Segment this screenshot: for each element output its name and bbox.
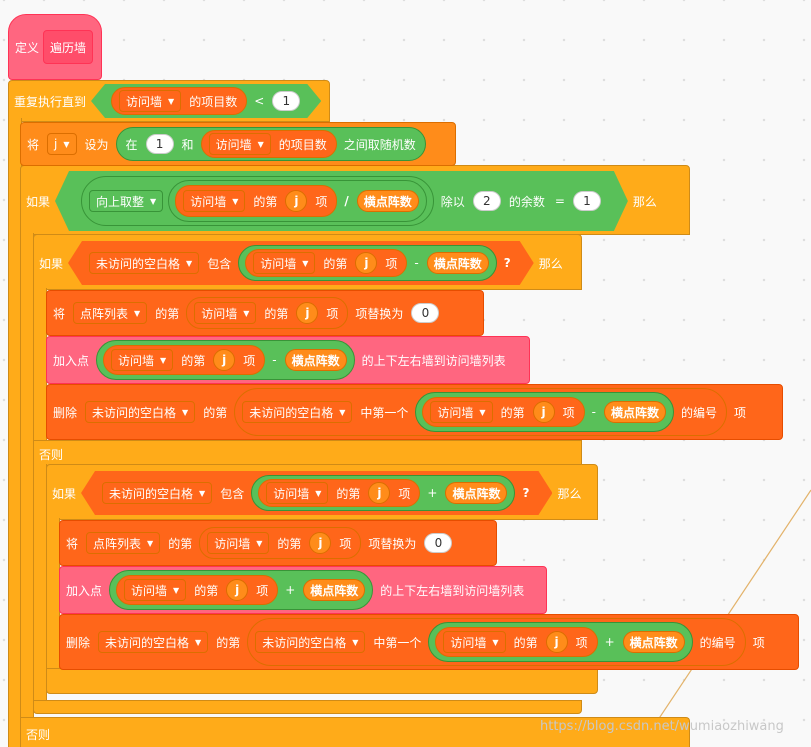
dropdown-arrow-icon: ▼ (182, 407, 189, 417)
list-dropdown[interactable]: 访问墙▼ (119, 90, 181, 112)
if-block-1-else-bar[interactable] (20, 717, 690, 747)
add-point-block-1[interactable]: 加入点 访问墙▼ 的第 j 项 - 横点阵数 的上下左右墙到访问墙列表 (46, 336, 530, 384)
dropdown-arrow-icon: ▼ (150, 196, 157, 206)
dropdown-arrow-icon: ▼ (63, 139, 70, 149)
watermark-text: https://blog.csdn.net/wumiaozhiwang (540, 719, 784, 734)
dropdown-arrow-icon: ▼ (302, 258, 309, 268)
dropdown-arrow-icon: ▼ (173, 585, 180, 595)
dropdown-arrow-icon: ▼ (147, 538, 154, 548)
dropdown-arrow-icon: ▼ (186, 258, 193, 268)
if-block-2-bottom (33, 700, 582, 714)
delete-item-block-2[interactable]: 删除 未访问的空白格▼ 的第 未访问的空白格▼ 中第一个 访问墙▼ 的第 j 项… (59, 614, 799, 670)
if-2-header: 如果 未访问的空白格▼ 包含 访问墙▼ 的第 j 项 - 横点阵数 ? 那么 (39, 240, 568, 286)
round-function[interactable]: 向上取整▼ 访问墙▼ 的第 j 项 / 横点阵数 (81, 176, 434, 226)
subtract-operator[interactable]: 访问墙▼ 的第 j 项 - 横点阵数 (238, 245, 497, 281)
divide-operator[interactable]: 访问墙▼ 的第 j 项 / 横点阵数 (168, 180, 427, 222)
dropdown-arrow-icon: ▼ (199, 488, 206, 498)
dropdown-arrow-icon: ▼ (232, 196, 239, 206)
define-hat-block[interactable]: 定义 遍历墙 (8, 14, 102, 80)
variable-cols[interactable]: 横点阵数 (357, 190, 419, 212)
list-contains-operator[interactable]: 未访问的空白格▼ 包含 访问墙▼ 的第 j 项 + 横点阵数 ? (81, 471, 552, 515)
if-1-header: 如果 向上取整▼ 访问墙▼ 的第 j 项 / 横点阵数 除以 2 的余数 = 1… (26, 170, 662, 232)
dropdown-arrow-icon: ▼ (492, 637, 499, 647)
procedure-name[interactable]: 遍历墙 (43, 30, 94, 64)
random-operator[interactable]: 在 1 和 访问墙▼ 的项目数 之间取随机数 (115, 127, 426, 161)
if-block-3-arm (46, 518, 60, 678)
number-input[interactable]: 1 (272, 91, 300, 111)
dropdown-arrow-icon: ▼ (160, 355, 167, 365)
less-than-operator[interactable]: 访问墙▼ 的项目数 < 1 (91, 84, 321, 118)
if-block-2-else-bar[interactable] (33, 440, 582, 466)
add-point-block-2[interactable]: 加入点 访问墙▼ 的第 j 项 + 横点阵数 的上下左右墙到访问墙列表 (59, 566, 547, 614)
dropdown-arrow-icon: ▼ (195, 637, 202, 647)
dropdown-arrow-icon: ▼ (134, 308, 141, 318)
define-label: 定义 (15, 40, 40, 55)
dropdown-arrow-icon: ▼ (315, 488, 322, 498)
dropdown-arrow-icon: ▼ (168, 96, 175, 106)
set-variable-block[interactable]: 将 j▼ 设为 在 1 和 访问墙▼ 的项目数 之间取随机数 (20, 122, 456, 166)
if-block-2-else-arm (33, 464, 47, 704)
replace-item-block-2[interactable]: 将 点阵列表▼ 的第 访问墙▼ 的第 j 项 项替换为 0 (59, 520, 497, 566)
dropdown-arrow-icon: ▼ (339, 407, 346, 417)
list-item-reporter[interactable]: 访问墙▼ 的第 j 项 (175, 185, 337, 217)
delete-item-block-1[interactable]: 删除 未访问的空白格▼ 的第 未访问的空白格▼ 中第一个 访问墙▼ 的第 j 项… (46, 384, 783, 440)
replace-item-block-1[interactable]: 将 点阵列表▼ 的第 访问墙▼ 的第 j 项 项替换为 0 (46, 290, 484, 336)
variable-j[interactable]: j (285, 190, 307, 212)
list-length-reporter[interactable]: 访问墙▼ 的项目数 (111, 87, 247, 115)
dropdown-arrow-icon: ▼ (243, 308, 250, 318)
equals-operator[interactable]: 向上取整▼ 访问墙▼ 的第 j 项 / 横点阵数 除以 2 的余数 = 1 (55, 171, 628, 231)
dropdown-arrow-icon: ▼ (352, 637, 359, 647)
else-label-2: 否则 (26, 728, 51, 742)
if-block-3-bottom (46, 668, 598, 694)
dropdown-arrow-icon: ▼ (479, 407, 486, 417)
variable-dropdown[interactable]: j▼ (47, 133, 77, 155)
repeat-until-header: 重复执行直到 访问墙▼ 的项目数 < 1 (14, 84, 321, 118)
dropdown-arrow-icon: ▼ (257, 139, 264, 149)
add-operator[interactable]: 访问墙▼ 的第 j 项 + 横点阵数 (251, 475, 515, 511)
dropdown-arrow-icon: ▼ (256, 538, 263, 548)
else-label-1: 否则 (39, 448, 64, 462)
if-3-header: 如果 未访问的空白格▼ 包含 访问墙▼ 的第 j 项 + 横点阵数 ? 那么 (52, 470, 586, 516)
item-index-reporter[interactable]: 未访问的空白格▼ 中第一个 访问墙▼ 的第 j 项 - 横点阵数 的编号 (234, 388, 727, 436)
repeat-until-label: 重复执行直到 (14, 94, 87, 109)
list-length-reporter[interactable]: 访问墙▼ 的项目数 (200, 130, 337, 158)
if-block-1-arm (20, 233, 34, 717)
list-contains-operator[interactable]: 未访问的空白格▼ 包含 访问墙▼ 的第 j 项 - 横点阵数 ? (68, 241, 534, 285)
item-index-reporter[interactable]: 未访问的空白格▼ 中第一个 访问墙▼ 的第 j 项 + 横点阵数 的编号 (247, 618, 746, 666)
